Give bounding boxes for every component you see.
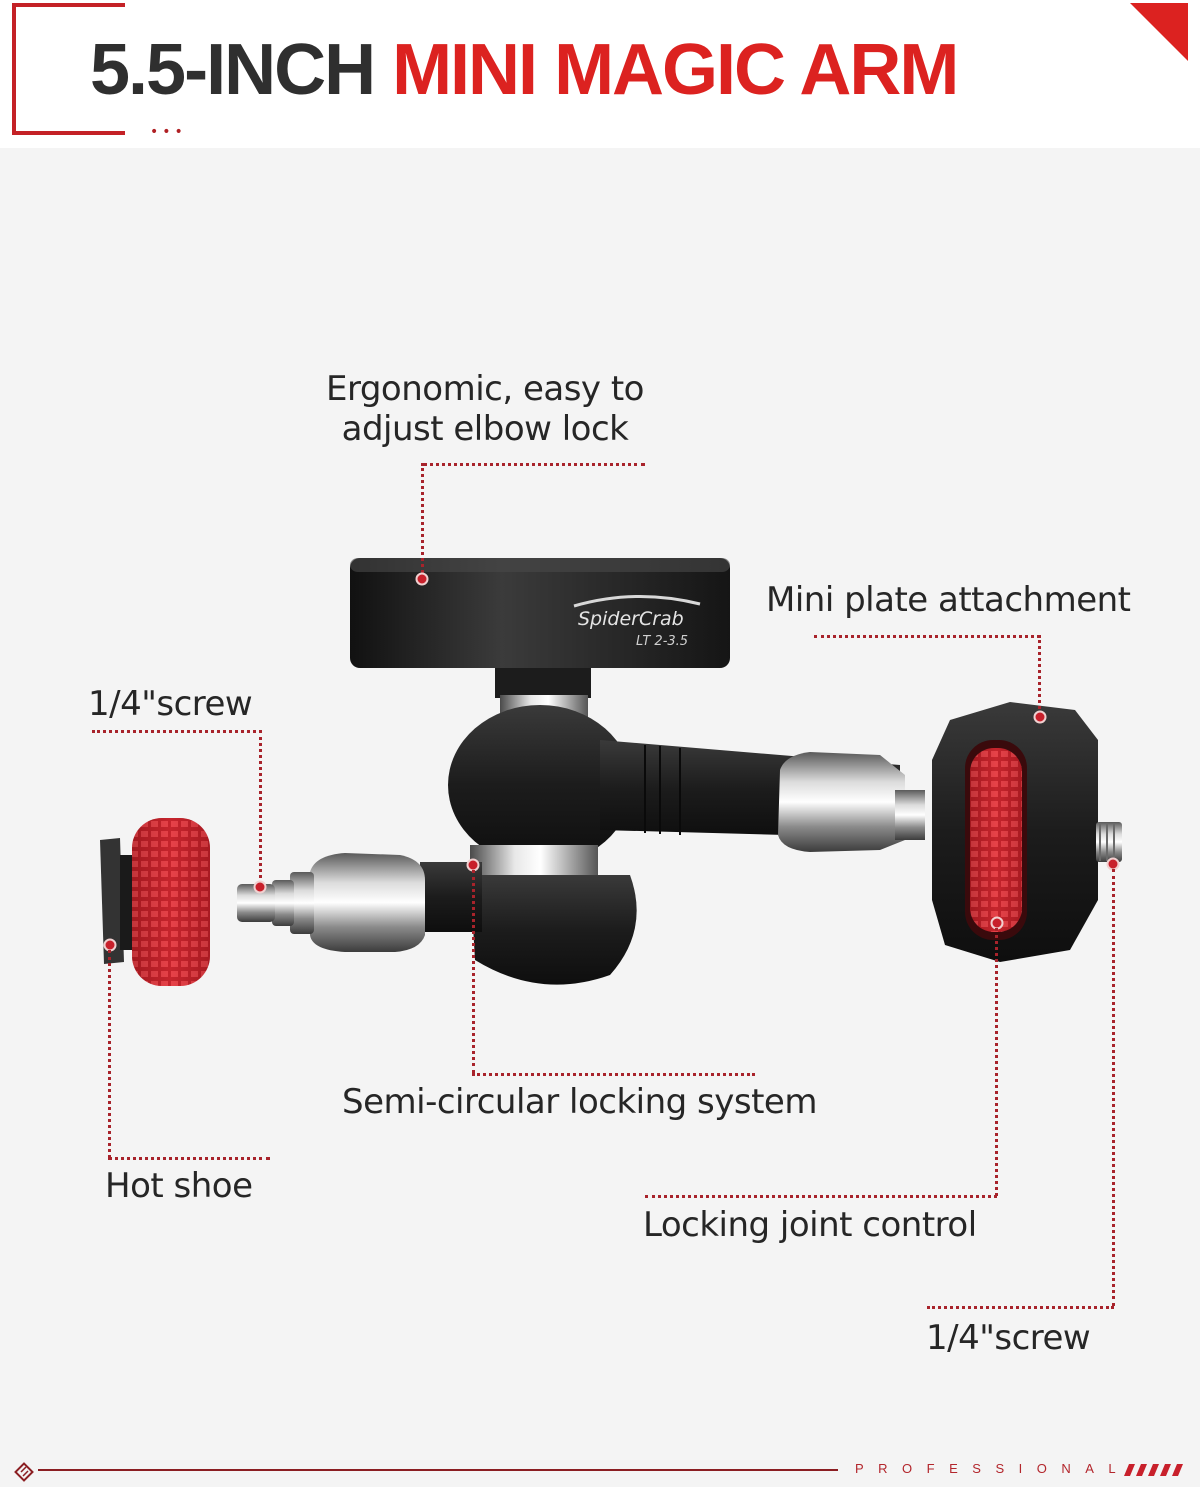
- leader-line: [92, 730, 262, 733]
- page-title: 5.5-INCH MINI MAGIC ARM: [90, 30, 959, 110]
- callout-elbow-lock: Ergonomic, easy to adjust elbow lock: [300, 369, 670, 449]
- elbow-lock-knob: SpiderCrab LT 2-3.5: [350, 558, 730, 668]
- leader-line: [995, 928, 998, 1196]
- corner-triangle-decoration: [1130, 3, 1188, 61]
- bracket-decoration-left: [12, 3, 16, 135]
- title-size: 5.5-INCH: [90, 30, 376, 110]
- mini-plate-attachment: [932, 702, 1098, 962]
- leader-line: [423, 463, 645, 466]
- model-number: LT 2-3.5: [636, 634, 688, 649]
- leader-line: [1038, 635, 1041, 715]
- hot-shoe-adapter: [100, 818, 210, 986]
- callout-screw-right: 1/4"screw: [926, 1318, 1091, 1358]
- leader-line: [421, 463, 424, 578]
- header: ••• 5.5-INCH MINI MAGIC ARM: [0, 0, 1200, 148]
- callout-hot-shoe: Hot shoe: [105, 1166, 253, 1206]
- footer-divider: [38, 1469, 838, 1471]
- leader-line: [108, 1157, 270, 1160]
- leader-line: [814, 635, 1040, 638]
- diamond-logo-icon: [14, 1462, 34, 1482]
- title-product: MINI MAGIC ARM: [392, 30, 959, 110]
- leader-line: [108, 950, 111, 1158]
- leader-line: [1112, 869, 1115, 1306]
- leader-line: [927, 1306, 1114, 1309]
- leader-line: [472, 1073, 755, 1076]
- brand-logo: SpiderCrab: [578, 608, 684, 630]
- red-stripes-icon: [1124, 1464, 1183, 1476]
- bracket-dots: •••: [150, 124, 187, 140]
- callout-semi-circular: Semi-circular locking system: [342, 1082, 817, 1122]
- footer-tagline: PROFESSIONAL: [855, 1461, 1131, 1476]
- leader-line: [259, 730, 262, 885]
- callout-mini-plate: Mini plate attachment: [766, 580, 1131, 620]
- callout-pin: [415, 572, 429, 586]
- callout-locking-joint: Locking joint control: [643, 1205, 977, 1245]
- callout-pin: [1033, 710, 1047, 724]
- leader-line: [472, 870, 475, 1073]
- bracket-decoration-top: [12, 3, 125, 7]
- callout-screw-left: 1/4"screw: [88, 684, 253, 724]
- callout-pin: [253, 880, 267, 894]
- callout-elbow-lock-line1: Ergonomic, easy to: [325, 369, 645, 409]
- callout-elbow-lock-line2: adjust elbow lock: [341, 409, 629, 449]
- bracket-decoration-bottom: [12, 131, 125, 135]
- leader-line: [645, 1195, 997, 1198]
